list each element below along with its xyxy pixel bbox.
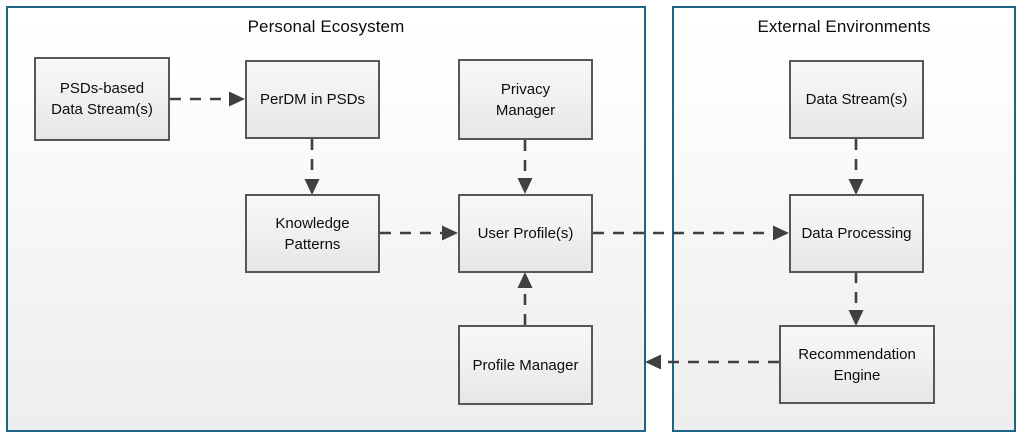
node-user-profiles[interactable]: User Profile(s) bbox=[458, 194, 593, 273]
node-label-profile-manager: Profile Manager bbox=[472, 356, 579, 374]
node-label-data-streams: Data Stream(s) bbox=[805, 91, 908, 108]
node-profile-manager[interactable]: Profile Manager bbox=[458, 325, 593, 405]
panel-title-personal-ecosystem: Personal Ecosystem bbox=[247, 17, 405, 36]
node-perdm-in-psds[interactable]: PerDM in PSDs bbox=[245, 60, 380, 139]
node-label-psds-based-data-stream: PSDs-based Data Stream(s) bbox=[51, 80, 153, 118]
node-label-data-processing: Data Processing bbox=[801, 225, 912, 242]
node-recommendation-engine[interactable]: Recommendation Engine bbox=[779, 325, 935, 404]
panel-title-external-environments: External Environments bbox=[757, 17, 931, 36]
node-label-knowledge-patterns: Knowledge Patterns bbox=[275, 214, 350, 253]
node-knowledge-patterns[interactable]: Knowledge Patterns bbox=[245, 194, 380, 273]
node-label-user-profiles: User Profile(s) bbox=[477, 225, 574, 242]
node-label-privacy-manager: Privacy Manager bbox=[495, 80, 556, 119]
node-data-streams[interactable]: Data Stream(s) bbox=[789, 60, 924, 139]
node-label-recommendation-engine: Recommendation Engine bbox=[798, 345, 916, 384]
node-data-processing[interactable]: Data Processing bbox=[789, 194, 924, 273]
node-psds-based-data-stream[interactable]: PSDs-based Data Stream(s) bbox=[34, 57, 170, 141]
node-label-perdm-in-psds: PerDM in PSDs bbox=[259, 91, 366, 108]
node-privacy-manager[interactable]: Privacy Manager bbox=[458, 59, 593, 140]
